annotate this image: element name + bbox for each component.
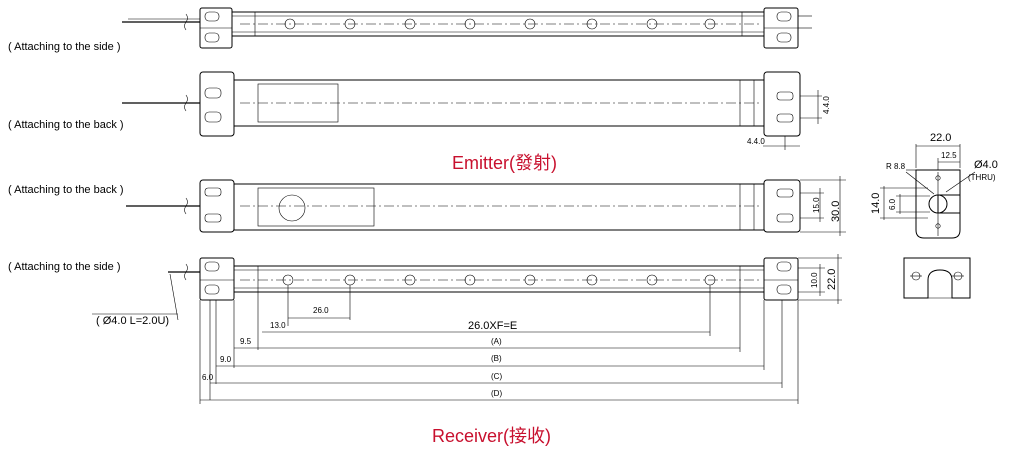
dim-15: 15.0 [812,197,821,213]
dim-22: 22.0 [826,269,838,290]
dim-4-4-horizontal: 4.4.0 [747,137,765,146]
label-cable-spec: ( Ø4.0 L=2.0U) [96,315,169,327]
dim-13: 13.0 [270,321,286,330]
dim-B: (B) [491,354,502,363]
bracket-hole-dia: Ø4.0 [974,159,998,171]
bracket-dim-12-5: 12.5 [941,151,957,160]
label-attach-side-bottom: ( Attaching to the side ) [8,261,121,273]
bracket-hole-thru: (THRU) [968,173,996,182]
label-attach-back-1: ( Attaching to the back ) [8,119,124,131]
dim-10: 10.0 [810,272,819,288]
bracket-dim-22: 22.0 [930,132,951,144]
sensor-side-view-top [122,7,812,49]
dim-9-5: 9.5 [240,337,252,346]
dim-9: 9.0 [220,355,232,364]
bracket-detail-side [903,257,971,299]
sensor-side-view-bottom [168,254,842,321]
dim-pitch-formula: 26.0XF=E [468,320,517,332]
bracket-radius: R 8.8 [886,162,906,171]
emitter-title: Emitter(發射) [452,153,557,173]
dim-4-4-vertical: 4.4.0 [822,96,831,114]
dimension-lines [199,285,799,404]
dim-6: 6.0 [202,373,214,382]
bracket-dim-6: 6.0 [888,198,897,210]
receiver-title: Receiver(接收) [432,426,551,446]
dim-A: (A) [491,337,502,346]
bracket-dim-14: 14.0 [870,193,882,214]
dim-C: (C) [491,372,502,381]
bracket-detail-front [880,144,976,239]
dim-D: (D) [491,389,502,398]
dim-30: 30.0 [830,201,842,222]
sensor-back-view-1 [122,71,822,150]
label-attach-back-2: ( Attaching to the back ) [8,184,124,196]
dim-26: 26.0 [313,306,329,315]
sensor-back-view-2 [126,176,846,236]
label-attach-side-top: ( Attaching to the side ) [8,41,121,53]
